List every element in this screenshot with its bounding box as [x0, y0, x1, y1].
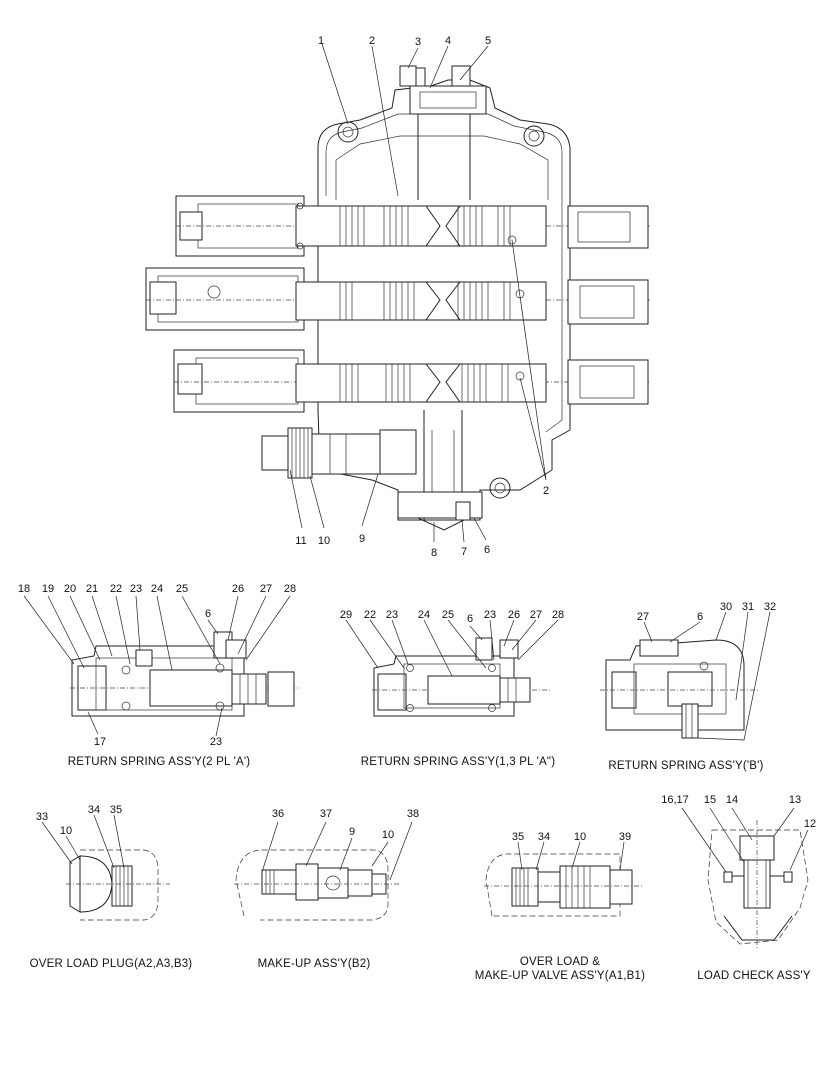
label-2: 2 [369, 35, 375, 47]
rsb-caption: RETURN SPRING ASS'Y(1,3 PL 'A") [361, 756, 555, 768]
label-11: 11 [295, 535, 306, 547]
spool-section-1 [175, 195, 650, 257]
label-1: 1 [318, 35, 324, 47]
rsa-label-24: 24 [151, 583, 163, 595]
rsa-label-21: 21 [86, 583, 98, 595]
main-valve-assembly: 1 2 3 4 5 2 11 10 9 8 7 6 [145, 35, 650, 559]
spool-section-3 [173, 349, 650, 413]
label-6: 6 [484, 544, 490, 556]
rsa-label-20: 20 [64, 583, 76, 595]
rsa-caption: RETURN SPRING ASS'Y(2 PL 'A') [68, 756, 251, 768]
mua-label-37: 37 [320, 808, 332, 820]
rsa-label-19: 19 [42, 583, 54, 595]
return-spring-assy-b: 27 6 30 31 32 RETURN SPRING ASS'Y('B') [600, 601, 776, 772]
rsb-label-22: 22 [364, 609, 376, 621]
spool-section-2 [145, 267, 650, 331]
return-spring-assy-13pl-a: 29 22 23 24 25 6 23 26 27 28 RETURN SPRI… [340, 609, 564, 768]
rsa-label-23b: 23 [210, 736, 222, 748]
olm-caption-line1: OVER LOAD & [520, 956, 600, 968]
lca-caption: LOAD CHECK ASS'Y [697, 970, 811, 982]
mua-label-9: 9 [349, 826, 355, 838]
rsa-label-25: 25 [176, 583, 188, 595]
olm-caption-line2: MAKE-UP VALVE ASS'Y(A1,B1) [475, 970, 645, 982]
rsa-label-22: 22 [110, 583, 122, 595]
olp-label-10: 10 [60, 825, 72, 837]
olp-caption: OVER LOAD PLUG(A2,A3,B3) [30, 958, 193, 970]
rsb-label-23: 23 [386, 609, 398, 621]
olp-label-35: 35 [110, 804, 122, 816]
label-7: 7 [461, 546, 467, 558]
rsb-label-25: 25 [442, 609, 454, 621]
label-3: 3 [415, 36, 421, 48]
mua-label-36: 36 [272, 808, 284, 820]
label-8: 8 [431, 547, 437, 559]
olm-label-35: 35 [512, 831, 524, 843]
mua-label-10: 10 [382, 829, 394, 841]
label-5: 5 [485, 35, 491, 47]
lca-label-14: 14 [726, 794, 738, 806]
olp-label-33: 33 [36, 811, 48, 823]
rsb-label-28: 28 [552, 609, 564, 621]
rsb-label-23b: 23 [484, 609, 496, 621]
rsc-label-31: 31 [742, 601, 754, 613]
label-10: 10 [318, 535, 330, 547]
rsa-label-6: 6 [205, 608, 211, 620]
lca-label-15: 15 [704, 794, 716, 806]
label-4: 4 [445, 35, 451, 47]
rsa-label-28: 28 [284, 583, 296, 595]
olp-label-34: 34 [88, 804, 100, 816]
rsa-label-18: 18 [18, 583, 30, 595]
over-load-plug: 33 10 34 35 OVER LOAD PLUG(A2,A3,B3) [30, 804, 193, 970]
rsa-label-17: 17 [94, 736, 106, 748]
olm-label-39: 39 [619, 831, 631, 843]
olm-label-10: 10 [574, 831, 586, 843]
rsa-label-26: 26 [232, 583, 244, 595]
rsb-label-29: 29 [340, 609, 352, 621]
mua-label-38: 38 [407, 808, 419, 820]
rsb-label-6: 6 [467, 613, 473, 625]
olm-label-34: 34 [538, 831, 550, 843]
rsc-label-32: 32 [764, 601, 776, 613]
load-check-assy: 16,17 15 14 13 12 LOAD CHECK ASS'Y [661, 794, 816, 982]
rsc-label-27: 27 [637, 611, 649, 623]
lca-label-16-17: 16,17 [661, 794, 689, 806]
make-up-assy-b2: 36 37 9 10 38 MAKE-UP ASS'Y(B2) [234, 808, 419, 970]
over-load-make-up-valve: 35 34 10 39 OVER LOAD & MAKE-UP VALVE AS… [475, 831, 645, 982]
lca-label-13: 13 [789, 794, 801, 806]
mua-caption: MAKE-UP ASS'Y(B2) [258, 958, 371, 970]
return-spring-assy-2pl-a: 18 19 20 21 22 23 24 25 26 27 28 6 17 23… [18, 583, 300, 768]
rsc-label-6: 6 [697, 611, 703, 623]
rsb-label-24: 24 [418, 609, 430, 621]
rsb-label-26: 26 [508, 609, 520, 621]
rsb-label-27: 27 [530, 609, 542, 621]
label-9: 9 [359, 533, 365, 545]
lower-relief-plug [261, 427, 417, 479]
label-2-spools: 2 [543, 485, 549, 497]
rsa-label-23: 23 [130, 583, 142, 595]
lca-label-12: 12 [804, 818, 816, 830]
rsc-label-30: 30 [720, 601, 732, 613]
rsc-caption: RETURN SPRING ASS'Y('B') [608, 760, 763, 772]
rsa-label-27: 27 [260, 583, 272, 595]
